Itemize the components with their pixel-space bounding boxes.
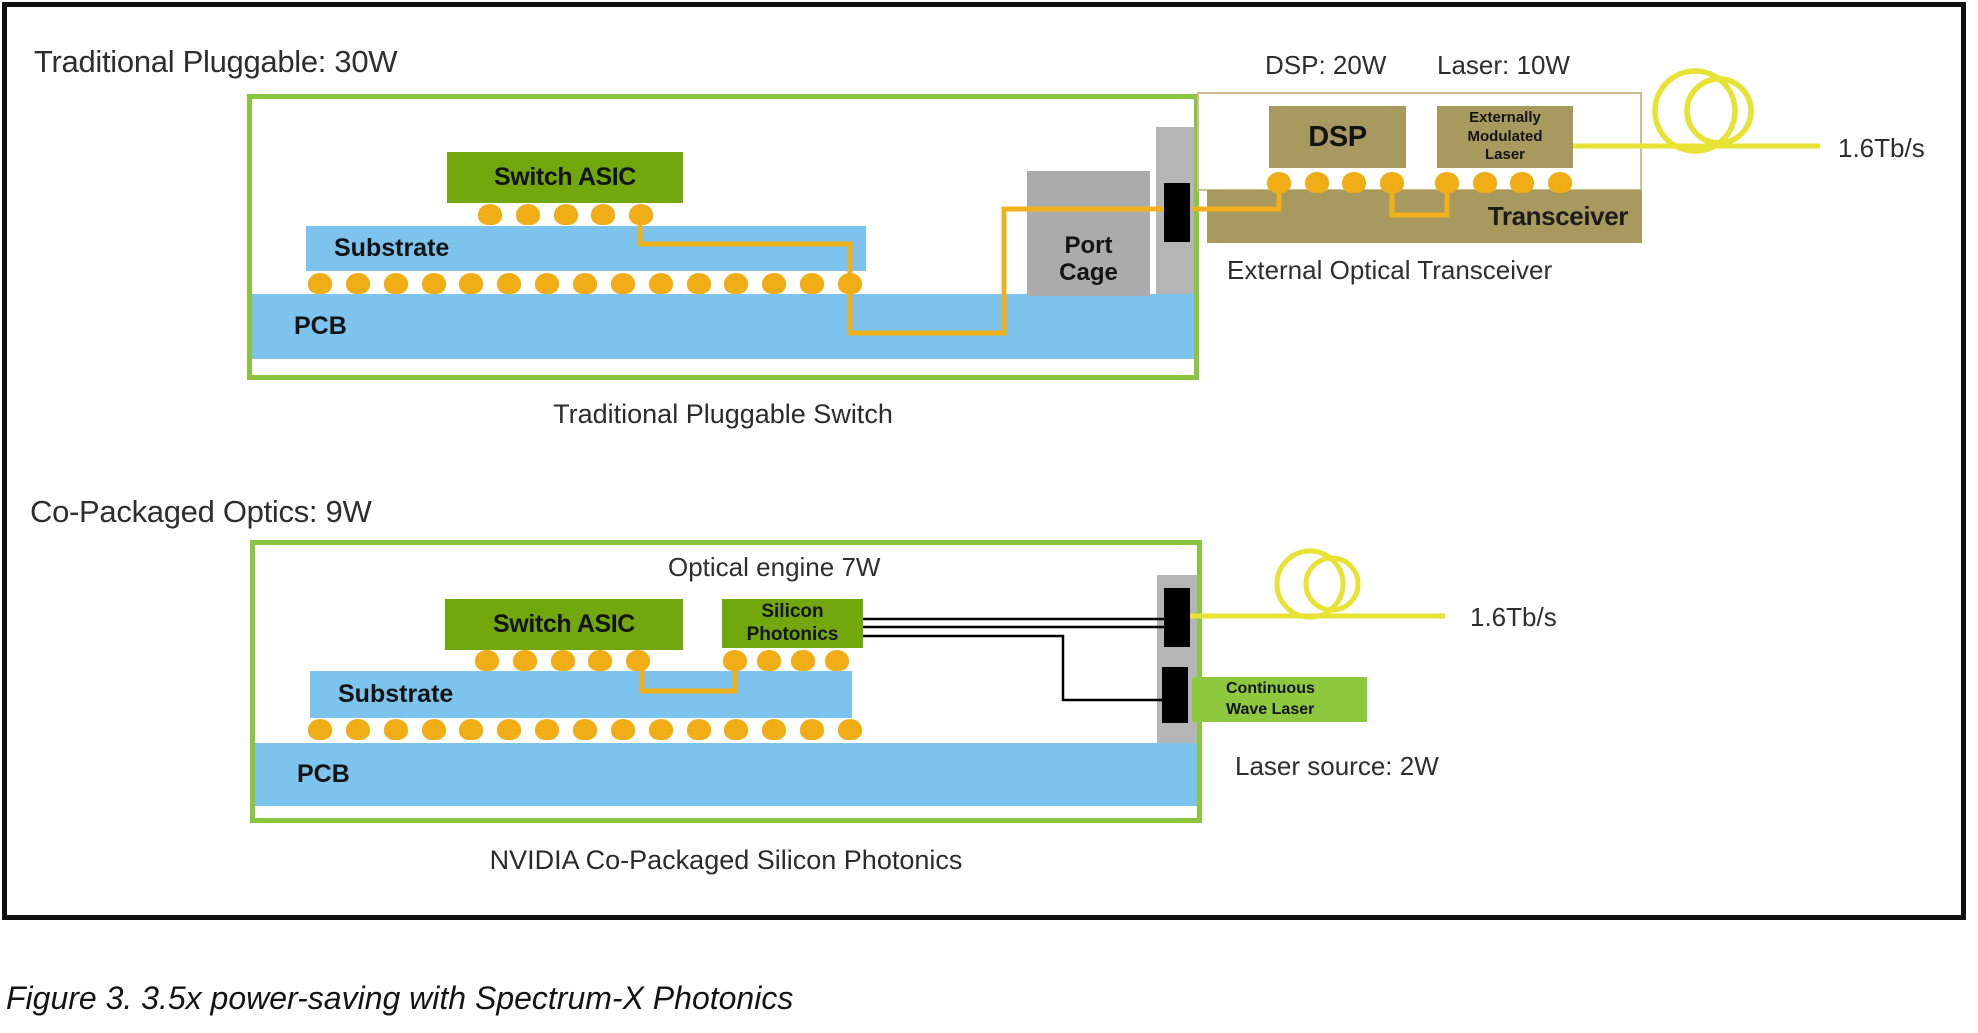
- top-throughput-label: 1.6Tb/s: [1838, 133, 1925, 163]
- top-substrate: Substrate: [306, 226, 866, 271]
- bottom-switch-asic-label: Switch ASIC: [493, 610, 635, 638]
- top-port-cage: Port Cage: [1027, 171, 1150, 296]
- silicon-photonics-label: Silicon Photonics: [746, 601, 839, 645]
- bottom-substrate-label: Substrate: [338, 680, 454, 708]
- continuous-wave-laser-label: Continuous Wave Laser: [1226, 679, 1315, 718]
- bottom-switch-asic-chip: Switch ASIC: [445, 599, 683, 650]
- transceiver-board-label: Transceiver: [1487, 201, 1629, 231]
- laser-power-label: Laser: 10W: [1437, 50, 1570, 80]
- top-substrate-label: Substrate: [334, 234, 450, 262]
- top-diagram-caption: Traditional Pluggable Switch: [553, 399, 893, 429]
- figure-frame: [2, 2, 1966, 920]
- top-pcb: PCB: [252, 294, 1194, 359]
- bottom-fiber-connector: [1164, 588, 1190, 647]
- bottom-diagram-title: Co-Packaged Optics: 9W: [30, 494, 372, 529]
- top-switch-asic-chip: Switch ASIC: [447, 152, 683, 203]
- bottom-pcb: PCB: [255, 743, 1197, 806]
- bottom-diagram-caption: NVIDIA Co-Packaged Silicon Photonics: [489, 845, 963, 875]
- bottom-substrate: Substrate: [310, 671, 852, 718]
- top-diagram-title: Traditional Pluggable: 30W: [34, 44, 398, 79]
- optical-engine-label: Optical engine 7W: [668, 552, 881, 582]
- externally-modulated-laser-chip: Externally Modulated Laser: [1437, 106, 1573, 168]
- bottom-laser-connector: [1162, 667, 1188, 723]
- dsp-chip: DSP: [1269, 106, 1406, 168]
- silicon-photonics-chip: Silicon Photonics: [722, 599, 863, 648]
- transceiver-board: Transceiver: [1207, 190, 1642, 243]
- top-port-cage-label: Port Cage: [1059, 232, 1118, 286]
- top-switch-asic-label: Switch ASIC: [494, 163, 636, 191]
- continuous-wave-laser-box: Continuous Wave Laser: [1192, 677, 1367, 722]
- figure-caption: Figure 3. 3.5x power-saving with Spectru…: [6, 980, 794, 1016]
- top-optical-connector: [1164, 183, 1190, 242]
- laser-source-label: Laser source: 2W: [1235, 751, 1439, 781]
- dsp-power-label: DSP: 20W: [1265, 50, 1387, 80]
- bottom-throughput-label: 1.6Tb/s: [1470, 602, 1557, 632]
- dsp-chip-label: DSP: [1308, 120, 1367, 153]
- bottom-pcb-label: PCB: [297, 760, 350, 788]
- top-switch-enclosure: [247, 94, 1199, 380]
- eml-chip-label: Externally Modulated Laser: [1467, 108, 1543, 164]
- top-pcb-label: PCB: [294, 312, 347, 340]
- transceiver-module-outline: [1197, 92, 1642, 191]
- external-optical-transceiver-label: External Optical Transceiver: [1227, 255, 1553, 285]
